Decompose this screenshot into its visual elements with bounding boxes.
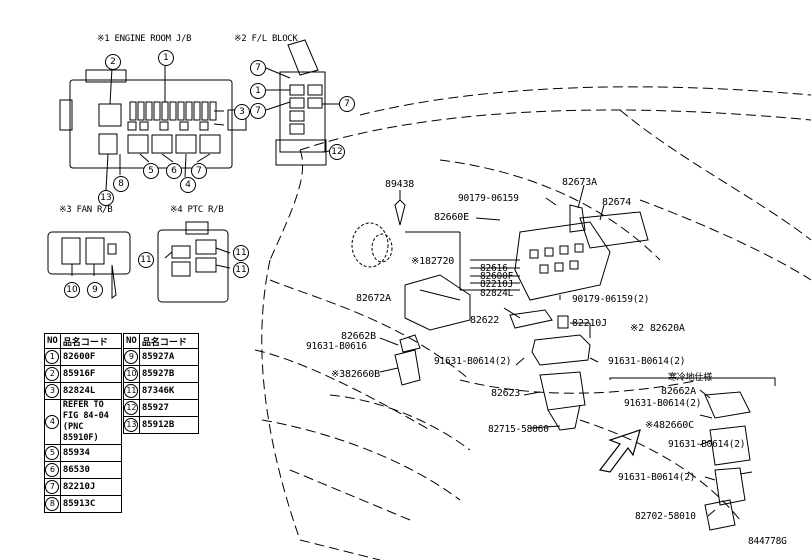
callout-6: 6 [166,163,182,179]
part-82210j-a: 82210J [480,279,514,290]
callout-7: 7 [191,163,207,179]
part-90179-06159: 90179-06159 [458,193,519,204]
part-82715-58060: 82715-58060 [488,424,549,435]
part-82600f: 82600F [480,271,514,282]
part-91631-b0614-c: 91631-B0614(2) [624,398,702,409]
fan-callout-10: 10 [64,282,80,298]
callout-1: 1 [158,50,174,66]
main-components [351,184,776,531]
ptc-callout-11b: 11 [233,245,249,261]
part-82620a: ※2 82620A [630,323,685,334]
fl-callout-12: 12 [329,144,345,160]
engine-room-jb-title: ※1 ENGINE ROOM J/B [97,34,192,44]
part-89438: 89438 [385,179,415,190]
fan-rb-drawing [47,231,131,299]
vehicle-outline [254,86,811,560]
part-91631-b0614-e: 91631-B0614(2) [618,472,696,483]
part-82660b: ※382660B [331,369,380,380]
fl-callout-7b: 7 [250,103,266,119]
part-82660e: 82660E [434,212,469,223]
part-91631-b0614-d: 91631-B0614(2) [668,439,746,450]
fl-block-drawing [265,39,340,166]
part-82622: 82622 [470,315,500,326]
legend-header-code: 品名コード [59,333,123,349]
part-82673a: 82673A [562,177,597,188]
legend-header-no: NO [123,333,140,349]
fl-callout-7c: 7 [339,96,355,112]
part-82616: 82616 [480,263,508,274]
part-82702-58010: 82702-58010 [635,511,696,522]
part-91631-b0614-a: 91631-B0614(2) [434,356,512,367]
fl-block-title: ※2 F/L BLOCK [234,34,298,44]
part-91631-b0614-b: 91631-B0614(2) [608,356,686,367]
ptc-rb-drawing [157,221,231,303]
part-82623: 82623 [491,388,521,399]
ptc-callout-11c: 11 [233,262,249,278]
callout-13: 13 [98,190,114,206]
part-82662a: 82662A [661,386,696,397]
part-91631-b0616: 91631-B0616 [306,341,367,352]
legend-header-no: NO [44,333,61,349]
part-82662b: 82662B [341,331,376,342]
cold-climate-spec: 寒冷地仕様 [668,373,713,383]
callout-4: 4 [180,177,196,193]
part-82660c: ※482660C [645,420,694,431]
part-82674: 82674 [602,197,632,208]
callout-8: 8 [113,176,129,192]
part-90179-06159-2: 90179-06159(2) [572,294,650,305]
callout-2: 2 [105,54,121,70]
callout-5: 5 [143,163,159,179]
callout-3: 3 [234,104,250,120]
part-82672a: 82672A [356,293,391,304]
fan-callout-9: 9 [87,282,103,298]
ptc-rb-title: ※4 PTC R/B [170,205,224,215]
fl-callout-1: 1 [250,83,266,99]
part-82210j-b: 82210J [572,318,607,329]
figure-number: 844778G [748,536,787,547]
legend-header-code: 品名コード [138,333,200,349]
part-82824l: 82824L [480,288,514,299]
part-82720: ※182720 [411,256,455,267]
ptc-callout-11a: 11 [138,252,154,268]
fan-rb-title: ※3 FAN R/B [59,205,113,215]
fl-callout-7a: 7 [250,60,266,76]
